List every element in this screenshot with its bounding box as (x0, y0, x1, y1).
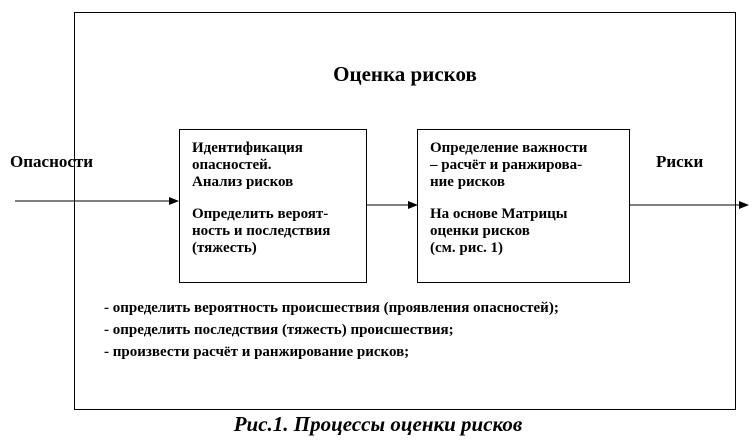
risk-assessment-frame (74, 12, 736, 410)
box2-line: – расчёт и ранжирова- (430, 157, 583, 173)
evaluation-ranking-box: Определение важности – расчёт и ранжиров… (417, 129, 630, 283)
box2-line: Определение важности (430, 140, 588, 156)
figure-caption: Рис.1. Процессы оценки рисков (233, 412, 523, 436)
box1-line: (тяжесть) (192, 240, 257, 256)
box2-line: ние рисков (430, 174, 506, 190)
output-label: Риски (656, 152, 704, 171)
diagram-title: Оценка рисков (333, 62, 477, 86)
task-list-item: - произвести расчёт и ранжирование риско… (104, 344, 410, 360)
box2-line: (см. рис. 1) (430, 240, 504, 256)
task-list-item: - определить вероятность происшествия (п… (104, 300, 559, 316)
box2-line: На основе Матрицы (430, 206, 568, 222)
box1-line: Определить вероят- (192, 206, 329, 222)
box1-line: Анализ рисков (192, 174, 294, 190)
box1-line: опасностей. (192, 157, 272, 173)
input-label: Опасности (10, 152, 94, 171)
task-list-item: - определить последствия (тяжесть) проис… (104, 322, 454, 338)
identification-analysis-box: Идентификация опасностей. Анализ рисков … (179, 129, 367, 283)
box1-line: Идентификация (192, 140, 303, 156)
box1-line: ность и последствия (192, 223, 331, 239)
task-list: - определить вероятность происшествия (п… (104, 297, 559, 363)
box2-line: оценки рисков (430, 223, 530, 239)
